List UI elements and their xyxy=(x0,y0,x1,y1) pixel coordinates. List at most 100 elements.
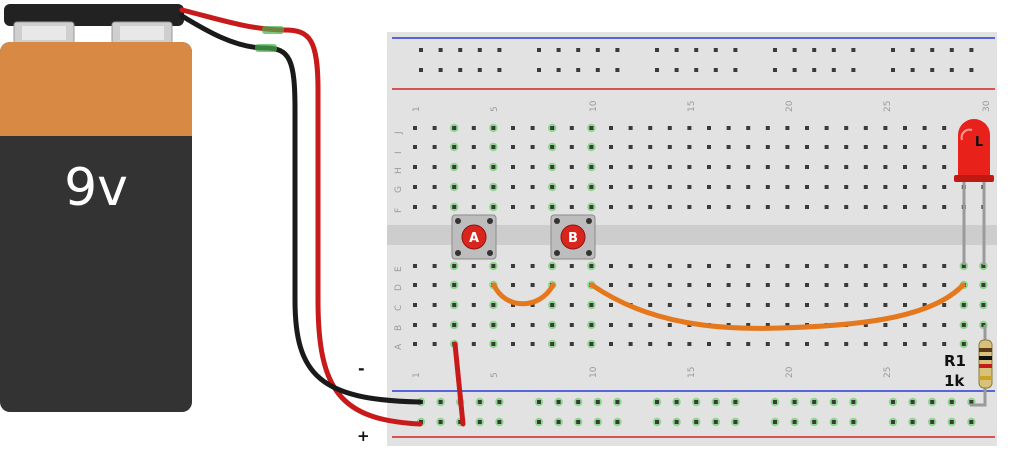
breadboard-hole xyxy=(491,303,496,307)
row-letter: B xyxy=(394,325,404,331)
breadboard-hole xyxy=(969,400,974,404)
breadboard-hole xyxy=(726,342,731,346)
led: L xyxy=(954,119,994,265)
breadboard-hole xyxy=(576,68,581,72)
breadboard-hole xyxy=(589,205,594,209)
breadboard-hole xyxy=(609,323,613,327)
breadboard-hole xyxy=(477,48,482,52)
column-number: 10 xyxy=(589,100,599,112)
breadboard-hole xyxy=(824,165,829,169)
breadboard-hole xyxy=(667,342,672,346)
breadboard-hole xyxy=(726,205,731,209)
breadboard-hole xyxy=(883,185,888,189)
breadboard-hole xyxy=(805,165,809,169)
breadboard-hole xyxy=(687,342,692,346)
breadboard-hole xyxy=(576,420,581,424)
column-number: 25 xyxy=(883,367,893,378)
breadboard-hole xyxy=(891,48,895,52)
breadboard-hole xyxy=(595,68,600,72)
breadboard-hole xyxy=(530,303,535,307)
negative-label: - xyxy=(358,359,365,378)
breadboard-hole xyxy=(805,342,809,346)
led-label: L xyxy=(975,135,983,150)
breadboard-hole xyxy=(667,185,672,189)
column-numbers-top: 1 5 10 15 20 25 30 xyxy=(412,100,992,112)
breadboard-hole xyxy=(694,68,699,72)
jumper-wires xyxy=(452,282,966,427)
breadboard-hole xyxy=(942,283,947,287)
breadboard-hole xyxy=(615,400,620,404)
breadboard-hole xyxy=(432,323,437,327)
breadboard-hole xyxy=(707,185,711,189)
breadboard-hole xyxy=(569,342,574,346)
breadboard-hole xyxy=(844,185,849,189)
breadboard-hole xyxy=(497,400,502,404)
breadboard-hole xyxy=(628,283,633,287)
breadboard-hole xyxy=(831,68,836,72)
breadboard-hole xyxy=(713,48,718,52)
breadboard-hole xyxy=(674,400,679,404)
breadboard-hole xyxy=(707,145,711,149)
breadboard-hole xyxy=(589,145,594,149)
breadboard-hole xyxy=(471,283,476,287)
column-number: 20 xyxy=(785,100,795,112)
breadboard-hole xyxy=(942,145,947,149)
breadboard-hole xyxy=(726,145,731,149)
breadboard-hole xyxy=(726,303,731,307)
breadboard-hole xyxy=(569,145,574,149)
breadboard-hole xyxy=(773,420,777,424)
breadboard-hole xyxy=(844,126,849,130)
breadboard-hole xyxy=(550,145,555,149)
row-letter: E xyxy=(394,266,404,272)
breadboard-hole xyxy=(458,48,463,52)
breadboard-hole xyxy=(530,145,535,149)
breadboard-hole xyxy=(746,126,751,130)
breadboard-hole xyxy=(773,68,777,72)
breadboard-hole xyxy=(471,185,476,189)
breadboard-hole xyxy=(805,145,809,149)
breadboard-hole xyxy=(942,165,947,169)
breadboard-hole xyxy=(530,205,535,209)
breadboard-hole xyxy=(550,165,555,169)
breadboard-hole xyxy=(589,165,594,169)
breadboard-hole xyxy=(589,342,594,346)
breadboard-hole xyxy=(831,48,836,52)
breadboard-hole xyxy=(922,303,927,307)
breadboard-hole xyxy=(792,420,797,424)
breadboard-hole xyxy=(694,48,699,52)
breadboard-hole xyxy=(805,185,809,189)
breadboard-hole xyxy=(707,126,711,130)
breadboard-hole xyxy=(903,185,907,189)
breadboard-hole xyxy=(648,205,653,209)
breadboard-hole xyxy=(746,264,751,268)
breadboard-hole xyxy=(863,264,868,268)
breadboard-hole xyxy=(746,185,751,189)
breadboard-hole xyxy=(942,264,947,268)
battery: 9v xyxy=(0,4,192,412)
breadboard-hole xyxy=(497,48,502,52)
breadboard-hole xyxy=(930,68,935,72)
breadboard-hole xyxy=(687,264,692,268)
black-wire-sleeve xyxy=(255,44,277,52)
breadboard-hole xyxy=(844,342,849,346)
breadboard-hole xyxy=(726,264,731,268)
battery-red-wire xyxy=(179,7,423,427)
breadboard-hole xyxy=(942,126,947,130)
breadboard-hole xyxy=(844,264,849,268)
breadboard-hole xyxy=(413,303,417,307)
row-letter: I xyxy=(394,151,404,154)
battery-terminal-negative xyxy=(13,21,75,45)
breadboard-hole xyxy=(477,400,482,404)
breadboard-hole xyxy=(942,205,947,209)
breadboard-hole xyxy=(477,68,482,72)
breadboard-hole xyxy=(844,205,849,209)
breadboard-hole xyxy=(530,342,535,346)
breadboard-hole xyxy=(458,68,463,72)
breadboard-hole xyxy=(609,126,613,130)
breadboard-hole xyxy=(765,126,770,130)
column-number: 30 xyxy=(982,100,992,112)
breadboard-hole xyxy=(949,400,954,404)
breadboard-hole xyxy=(615,68,620,72)
breadboard-hole xyxy=(413,205,417,209)
